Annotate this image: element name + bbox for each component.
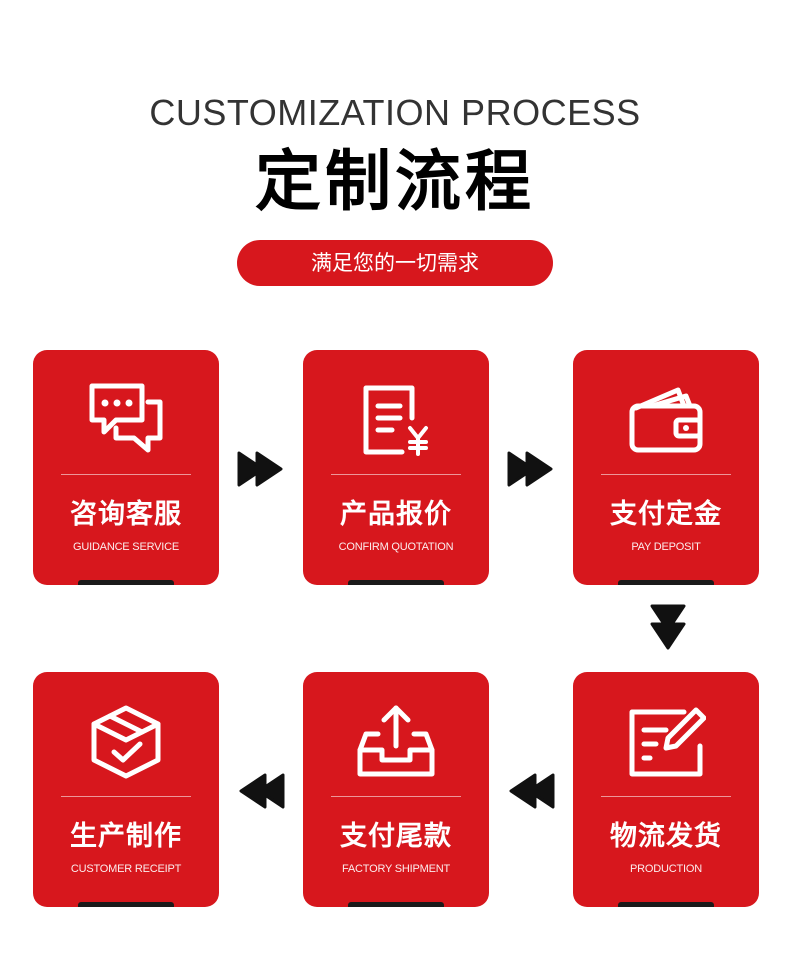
card-divider <box>601 796 731 797</box>
card-bottom-tab <box>348 902 444 907</box>
wallet-icon <box>629 387 703 453</box>
double-arrow-down-icon <box>650 604 686 650</box>
card-divider <box>601 474 731 475</box>
double-arrow-left-icon <box>239 773 285 809</box>
step-subtitle: FACTORY SHIPMENT <box>341 863 451 875</box>
card-bottom-tab <box>348 580 444 585</box>
double-arrow-right-icon <box>507 451 553 487</box>
step-title: 生产制作 <box>70 821 182 852</box>
header-chinese-title: 定制流程 <box>255 143 535 220</box>
step-subtitle: GUIDANCE SERVICE <box>72 541 179 553</box>
step-card-shipping: 物流发货 PRODUCTION <box>573 672 759 907</box>
form-edit-icon <box>629 707 706 777</box>
card-divider <box>331 796 461 797</box>
step-title: 物流发货 <box>610 821 722 852</box>
step-card-final-payment: 支付尾款 FACTORY SHIPMENT <box>303 672 489 907</box>
step-subtitle: PRODUCTION <box>630 863 702 875</box>
card-bottom-tab <box>618 580 714 585</box>
step-title: 支付定金 <box>610 499 722 530</box>
card-divider <box>61 474 191 475</box>
header-english-title: CUSTOMIZATION PROCESS <box>149 92 641 133</box>
step-subtitle: PAY DEPOSIT <box>631 541 701 553</box>
step-card-deposit: 支付定金 PAY DEPOSIT <box>573 350 759 585</box>
step-card-production: 生产制作 CUSTOMER RECEIPT <box>33 672 219 907</box>
step-title: 产品报价 <box>340 499 452 530</box>
step-subtitle: CUSTOMER RECEIPT <box>70 863 182 875</box>
step-title: 支付尾款 <box>340 821 452 852</box>
double-arrow-left-icon <box>509 773 555 809</box>
box-check-icon <box>91 705 161 779</box>
card-bottom-tab <box>618 902 714 907</box>
chat-icon <box>89 383 163 453</box>
card-divider <box>331 474 461 475</box>
card-divider <box>61 796 191 797</box>
step-title: 咨询客服 <box>70 499 182 530</box>
step-card-quotation: 产品报价 CONFIRM QUOTATION <box>303 350 489 585</box>
inbox-upload-icon <box>357 705 435 777</box>
subtitle-pill: 满足您的一切需求 <box>237 240 553 286</box>
step-card-consult: 咨询客服 GUIDANCE SERVICE <box>33 350 219 585</box>
step-subtitle: CONFIRM QUOTATION <box>338 541 454 553</box>
card-bottom-tab <box>78 902 174 907</box>
double-arrow-right-icon <box>237 451 283 487</box>
card-bottom-tab <box>78 580 174 585</box>
quotation-document-icon <box>363 385 428 456</box>
